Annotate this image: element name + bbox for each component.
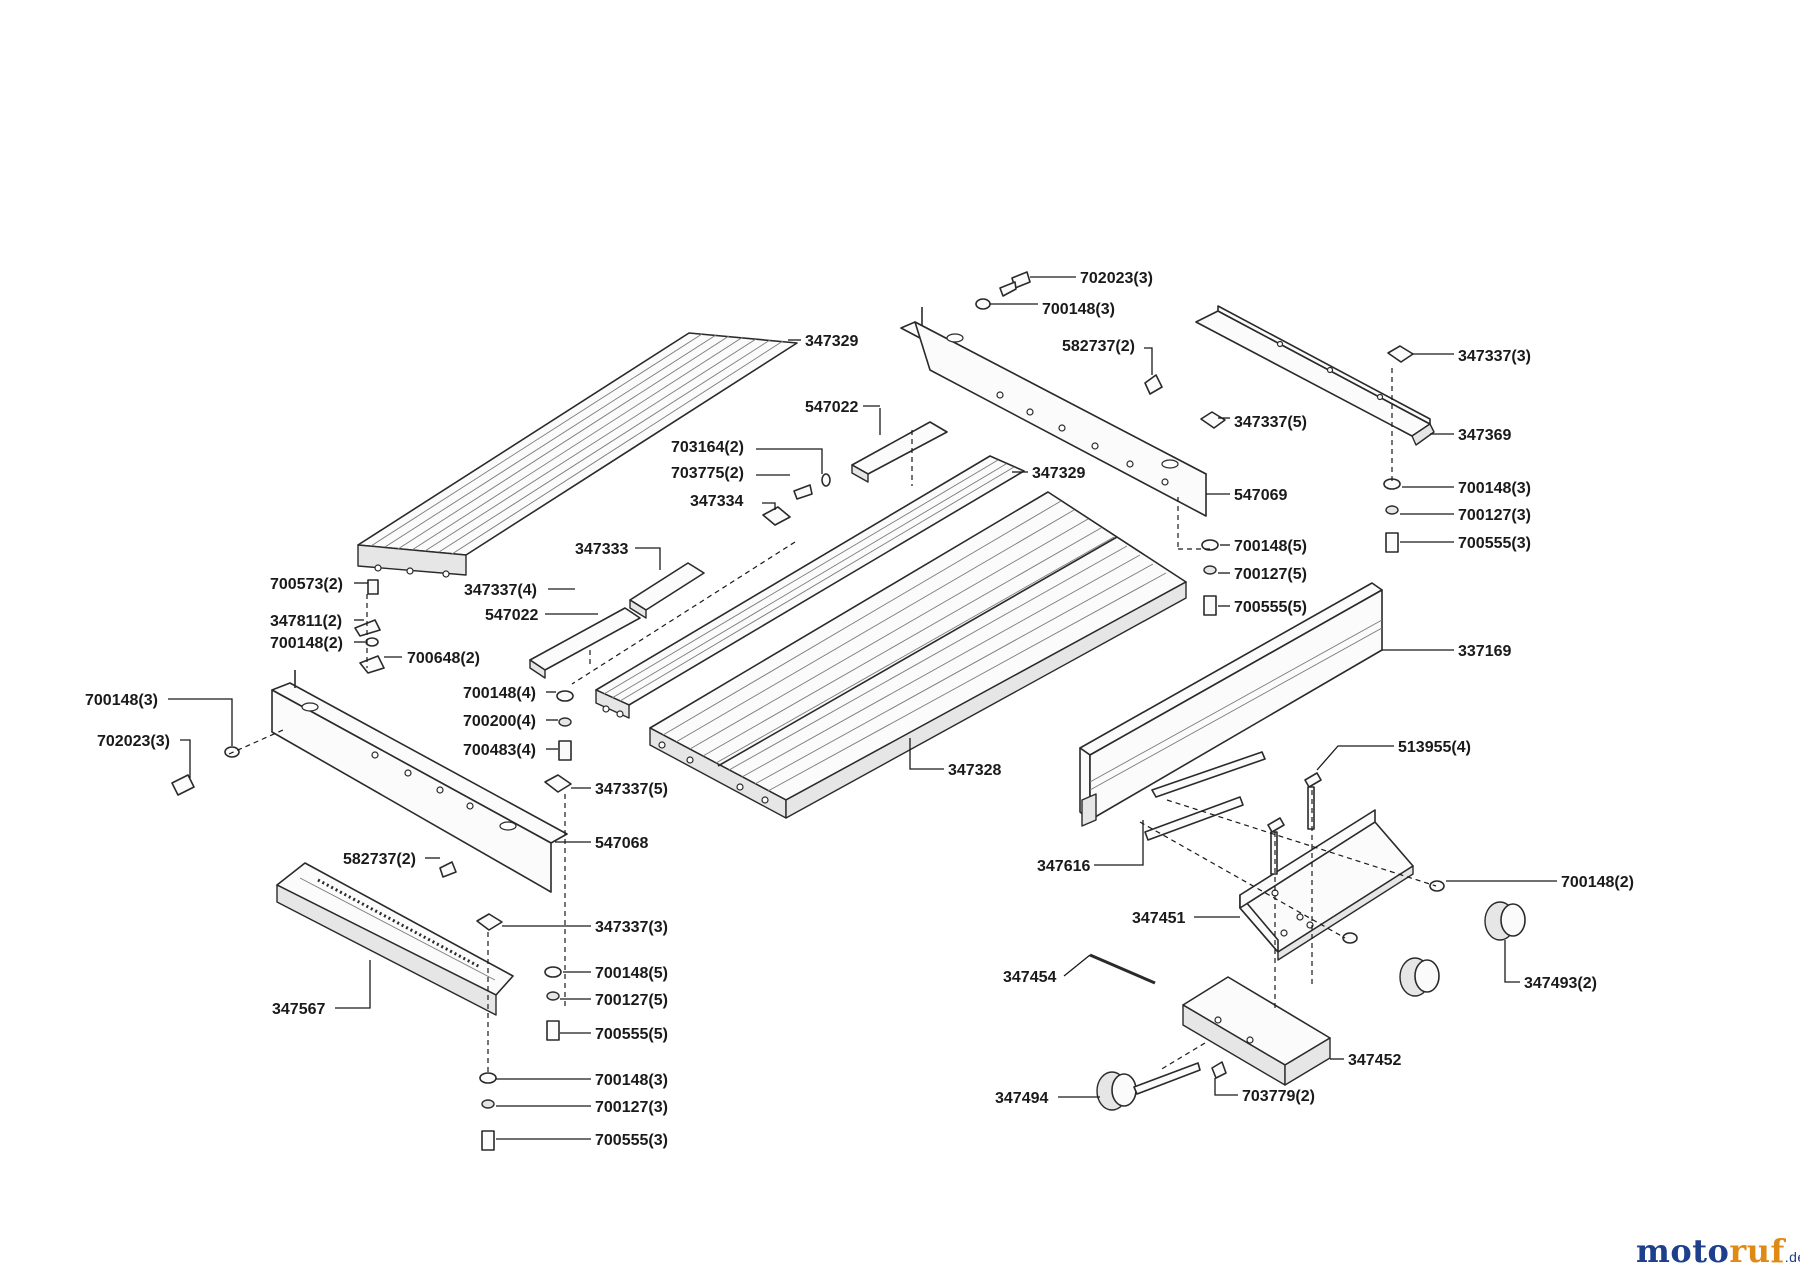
label-700148-2-left: 700148(2) xyxy=(270,635,343,652)
label-700483: 700483(4) xyxy=(463,742,536,759)
leader-lines xyxy=(168,276,1557,1140)
label-347337-5-top: 347337(5) xyxy=(1234,414,1307,431)
part-347567-ruler xyxy=(276,862,514,1016)
label-347328: 347328 xyxy=(948,762,1001,779)
label-700555-3-right: 700555(3) xyxy=(1458,535,1531,552)
label-347337-3-left: 347337(3) xyxy=(595,919,668,936)
part-337169-fence xyxy=(1079,582,1383,827)
label-347334: 347334 xyxy=(690,493,743,510)
label-700148-5-left: 700148(5) xyxy=(595,965,668,982)
label-700148-5-mid: 700148(5) xyxy=(1234,538,1307,555)
logo-tld: .de xyxy=(1784,1249,1800,1265)
label-700200: 700200(4) xyxy=(463,713,536,730)
label-702023-left: 702023(3) xyxy=(97,733,170,750)
label-547022-left: 547022 xyxy=(485,607,538,624)
part-labels: 702023(3) 700148(3) 582737(2) 347329 547… xyxy=(85,270,1634,1149)
label-347616: 347616 xyxy=(1037,858,1090,875)
label-703775: 703775(2) xyxy=(671,465,744,482)
label-700573: 700573(2) xyxy=(270,576,343,593)
label-347337-4: 347337(4) xyxy=(464,582,537,599)
label-700148-2-right: 700148(2) xyxy=(1561,874,1634,891)
logo-part-2: ruf xyxy=(1729,1232,1785,1270)
label-700127-3-right: 700127(3) xyxy=(1458,507,1531,524)
label-347329-center: 347329 xyxy=(1032,465,1085,482)
part-347369-rail xyxy=(1195,305,1435,446)
assembly-lines xyxy=(228,368,1437,1075)
part-547069-rail xyxy=(900,307,1207,517)
label-347494: 347494 xyxy=(995,1090,1048,1107)
label-347567: 347567 xyxy=(272,1001,325,1018)
knobs-and-bolts xyxy=(1096,751,1526,1111)
label-582737-top: 582737(2) xyxy=(1062,338,1135,355)
label-582737-left: 582737(2) xyxy=(343,851,416,868)
part-347454-rod xyxy=(1089,953,1156,985)
label-700555-5-left: 700555(5) xyxy=(595,1026,668,1043)
label-547069: 547069 xyxy=(1234,487,1287,504)
part-347329-left xyxy=(357,332,798,578)
small-fasteners xyxy=(171,271,1414,1151)
label-700148-top: 700148(3) xyxy=(1042,301,1115,318)
label-700148-3-bottom: 700148(3) xyxy=(595,1072,668,1089)
label-347452: 347452 xyxy=(1348,1052,1401,1069)
label-700148-3-far-left: 700148(3) xyxy=(85,692,158,709)
motoruf-logo[interactable]: motoruf.de xyxy=(1636,1232,1800,1270)
label-702023-top: 702023(3) xyxy=(1080,270,1153,287)
part-547068-rail xyxy=(271,670,568,893)
label-547068: 547068 xyxy=(595,835,648,852)
label-703164: 703164(2) xyxy=(671,439,744,456)
label-700127-3-bottom: 700127(3) xyxy=(595,1099,668,1116)
label-547022-top: 547022 xyxy=(805,399,858,416)
label-700648: 700648(2) xyxy=(407,650,480,667)
label-347337-5-left: 347337(5) xyxy=(595,781,668,798)
label-703779: 703779(2) xyxy=(1242,1088,1315,1105)
label-337169: 337169 xyxy=(1458,643,1511,660)
logo-part-1: moto xyxy=(1636,1232,1730,1270)
part-347451-bracket xyxy=(1239,809,1414,961)
label-700555-3-bottom: 700555(3) xyxy=(595,1132,668,1149)
part-347452-guide xyxy=(1182,976,1331,1086)
label-513955: 513955(4) xyxy=(1398,739,1471,756)
label-347451: 347451 xyxy=(1132,910,1185,927)
part-347329-center xyxy=(595,455,1025,719)
label-347369: 347369 xyxy=(1458,427,1511,444)
label-347811: 347811(2) xyxy=(270,613,342,630)
label-700555-5-mid: 700555(5) xyxy=(1234,599,1307,616)
small-clamps xyxy=(529,421,948,679)
label-700127-5-mid: 700127(5) xyxy=(1234,566,1307,583)
label-347493: 347493(2) xyxy=(1524,975,1597,992)
part-347328-table xyxy=(649,491,1187,819)
label-347329-left: 347329 xyxy=(805,333,858,350)
label-347333: 347333 xyxy=(575,541,628,558)
label-700148-3-right: 700148(3) xyxy=(1458,480,1531,497)
label-347454: 347454 xyxy=(1003,969,1056,986)
label-700148-4: 700148(4) xyxy=(463,685,536,702)
label-347337-3-right: 347337(3) xyxy=(1458,348,1531,365)
label-700127-5-left: 700127(5) xyxy=(595,992,668,1009)
